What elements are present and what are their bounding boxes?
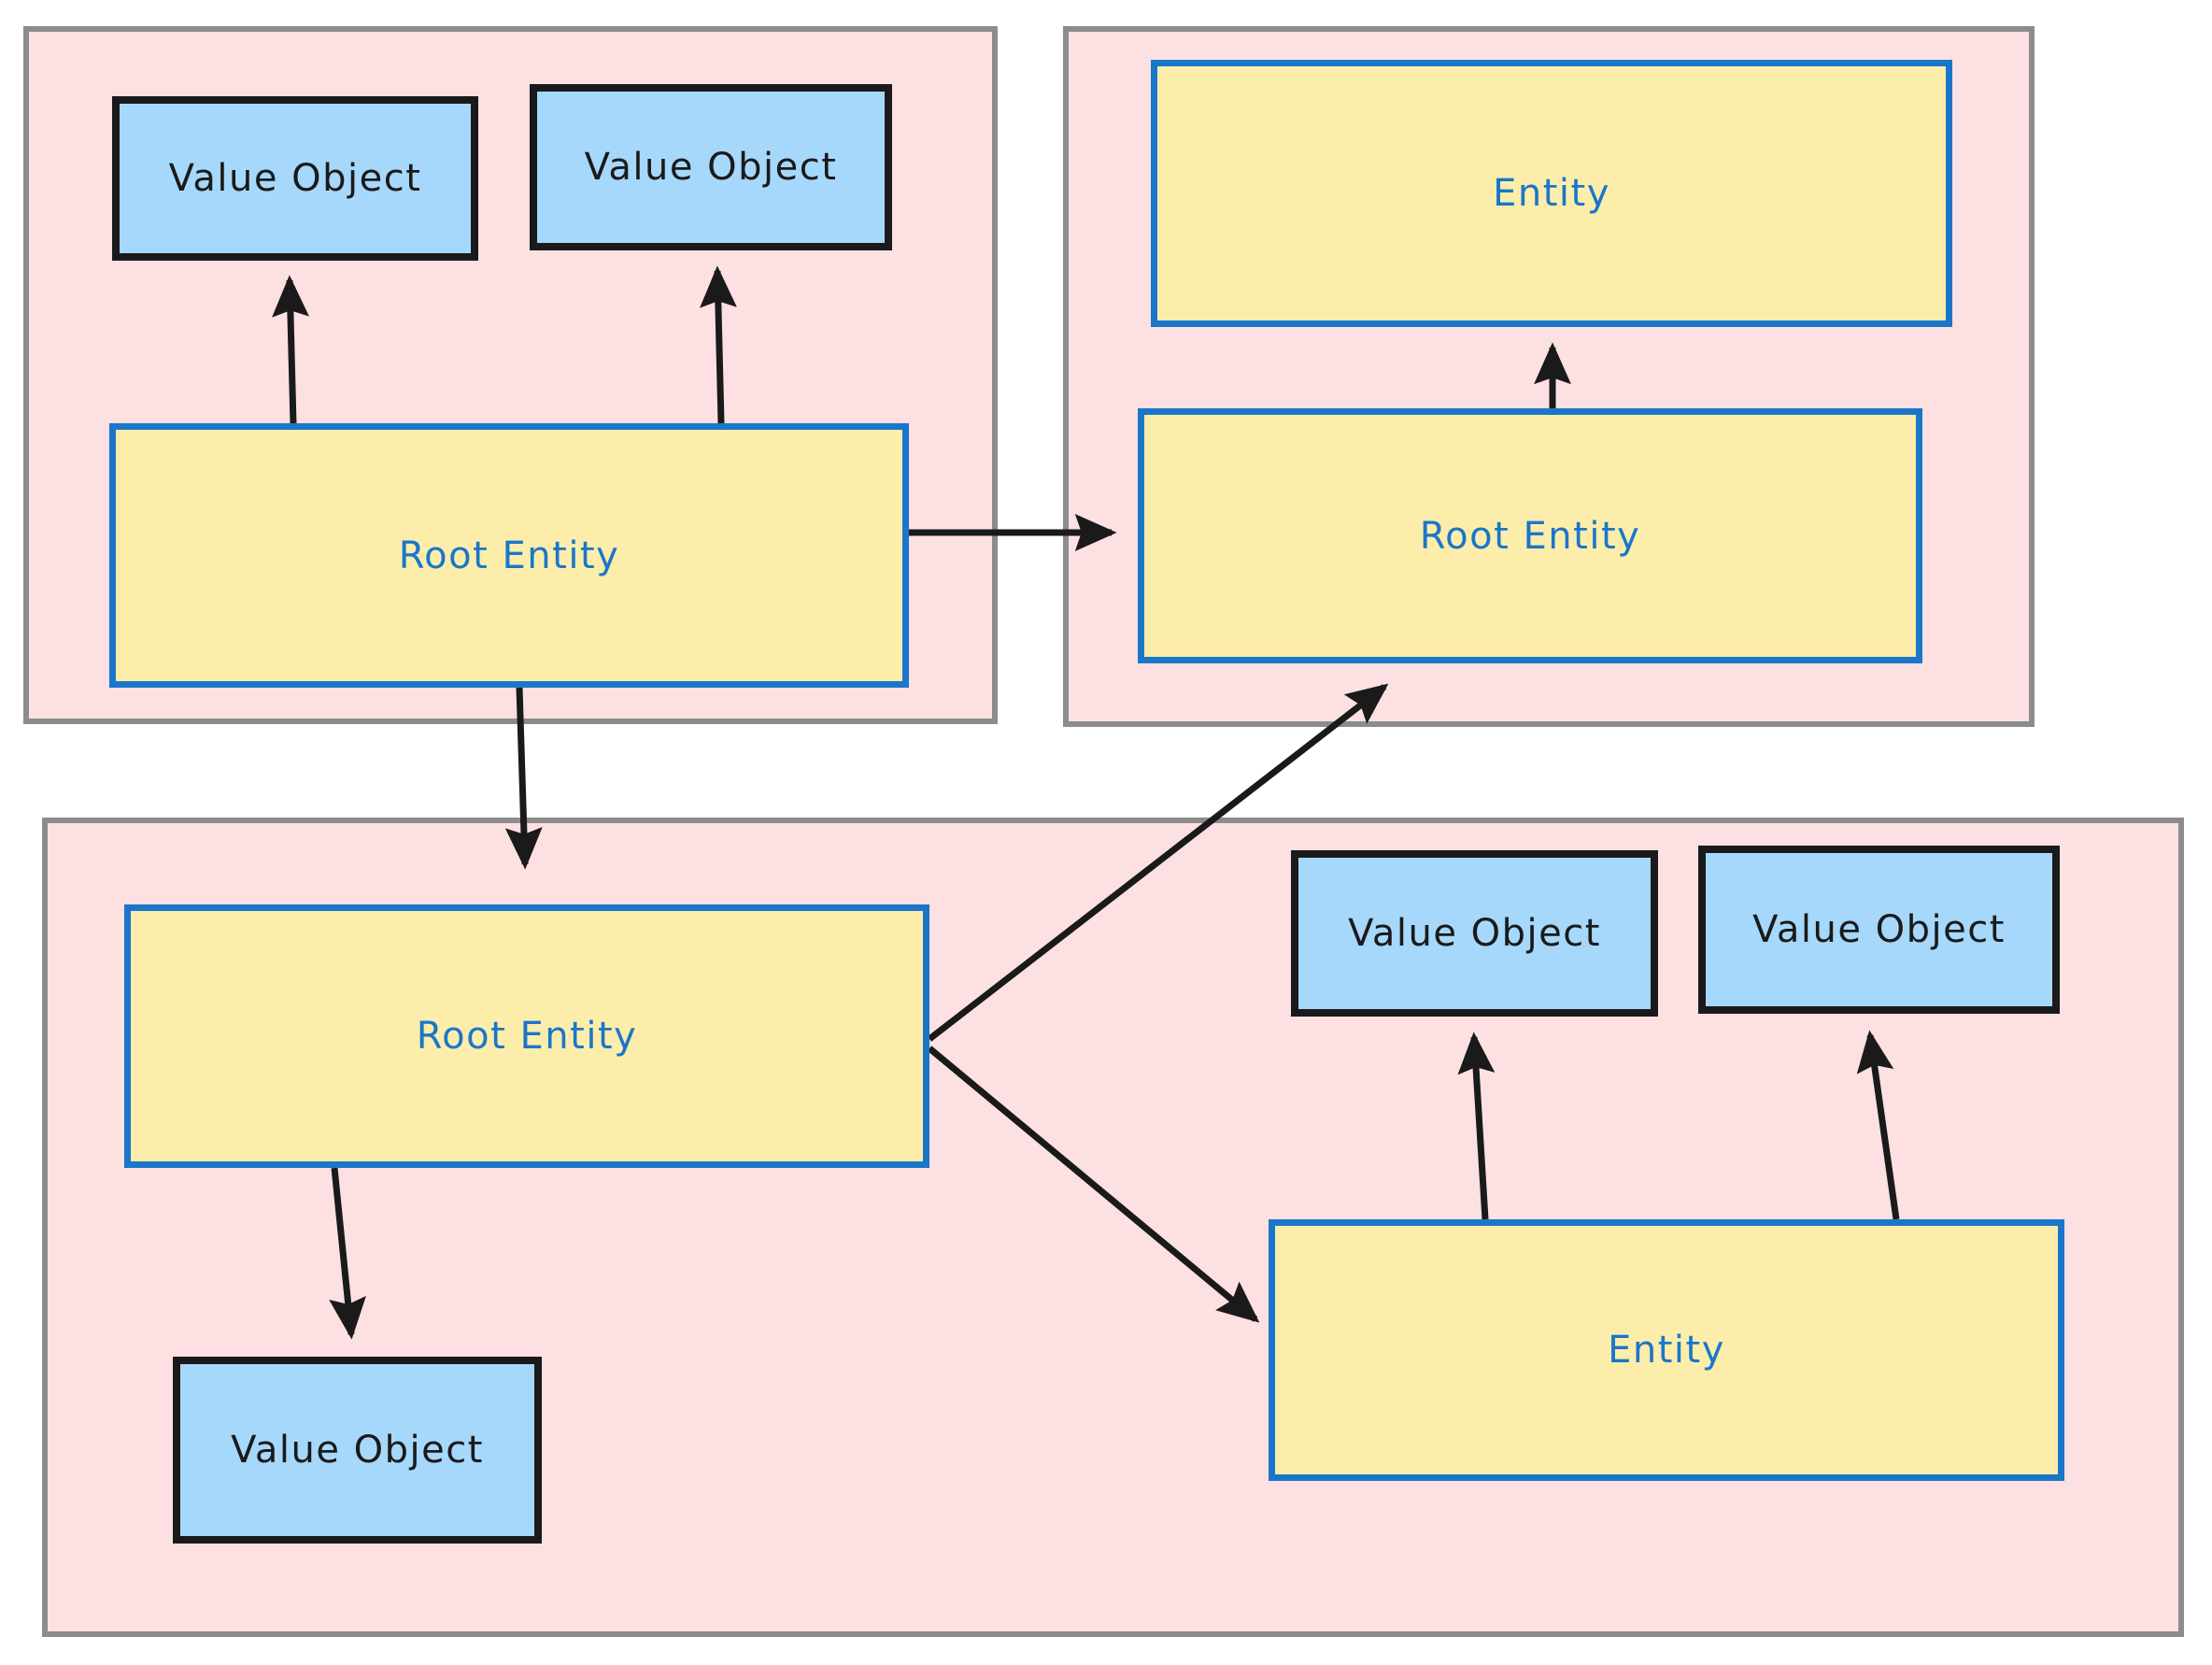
node-label: Root Entity: [398, 534, 620, 577]
node-label: Value Object: [1752, 908, 2006, 951]
node-value-object[interactable]: Value Object: [173, 1357, 542, 1544]
node-label: Entity: [1608, 1329, 1725, 1372]
node-value-object[interactable]: Value Object: [530, 84, 892, 250]
node-entity[interactable]: Entity: [1269, 1219, 2064, 1481]
node-value-object[interactable]: Value Object: [1698, 846, 2060, 1014]
node-value-object[interactable]: Value Object: [112, 96, 478, 261]
node-value-object[interactable]: Value Object: [1291, 850, 1658, 1017]
node-label: Root Entity: [416, 1015, 638, 1058]
node-label: Value Object: [231, 1429, 484, 1472]
node-label: Value Object: [168, 157, 422, 200]
node-label: Value Object: [584, 146, 838, 189]
node-label: Value Object: [1348, 912, 1601, 955]
node-root-entity[interactable]: Root Entity: [1138, 408, 1922, 663]
node-entity[interactable]: Entity: [1151, 60, 1952, 327]
node-label: Root Entity: [1419, 514, 1641, 558]
node-root-entity[interactable]: Root Entity: [124, 904, 929, 1168]
node-label: Entity: [1493, 172, 1610, 215]
node-root-entity[interactable]: Root Entity: [109, 423, 909, 688]
